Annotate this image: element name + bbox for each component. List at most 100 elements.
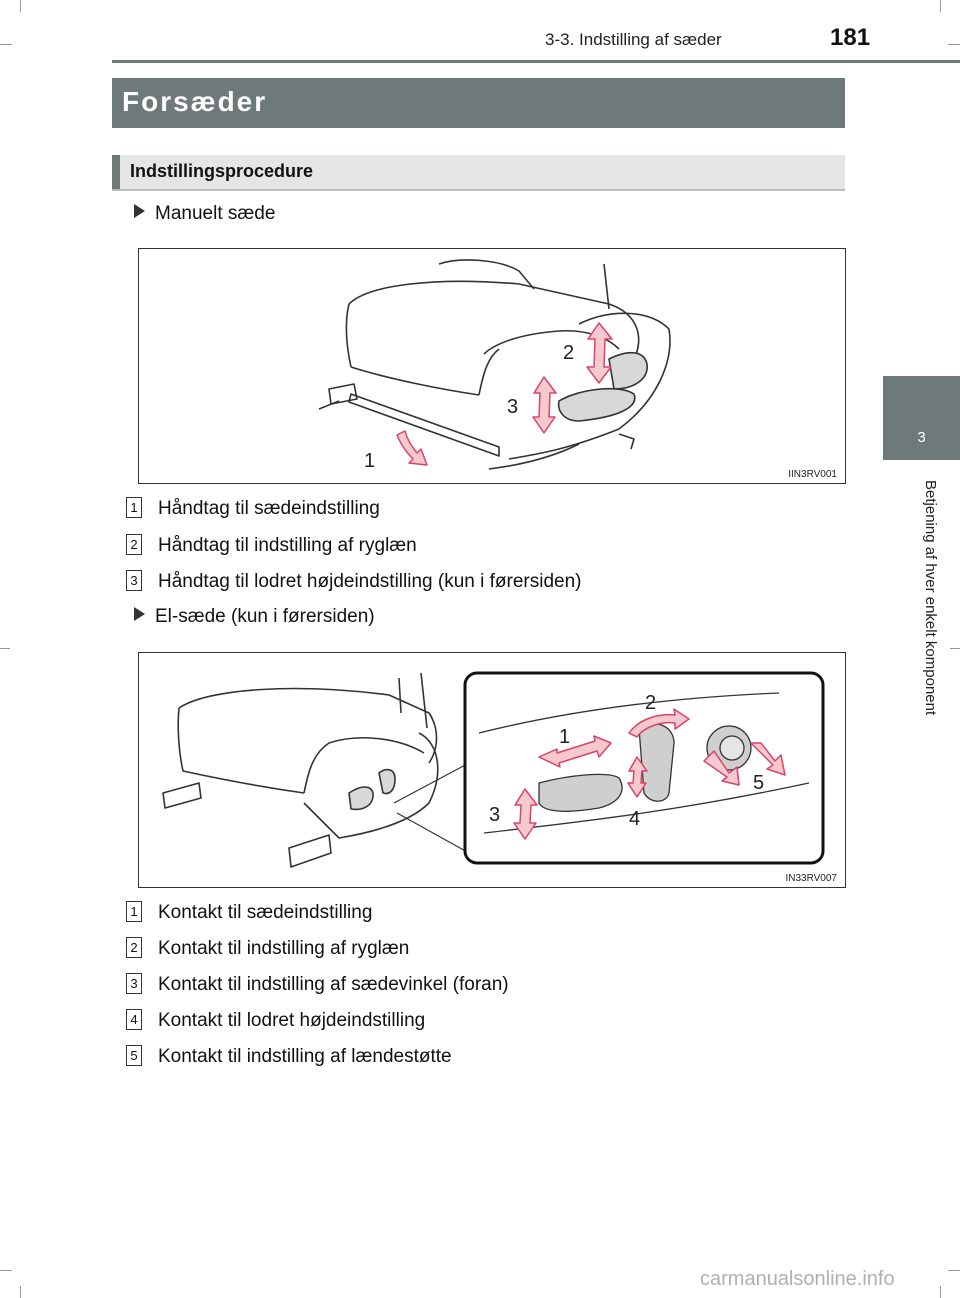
switch-small: [378, 768, 396, 795]
power-seat-heading: El-sæde (kun i førersiden): [134, 606, 375, 628]
crop-mark: [940, 0, 941, 12]
crop-mark: [0, 648, 10, 649]
triangle-bullet-icon: [134, 204, 145, 218]
callout-2-arrow: [586, 322, 613, 384]
item-text: Kontakt til lodret højdeindstilling: [158, 1010, 426, 1031]
item-text: Håndtag til lodret højdeindstilling (kun…: [158, 571, 582, 592]
callout-5-arrow-a: [703, 750, 740, 786]
crop-mark: [948, 44, 960, 45]
manual-item-3: 3 Håndtag til lodret højdeindstilling (ku…: [126, 570, 581, 593]
power-item-1: 1 Kontakt til sædeindstilling: [126, 901, 372, 924]
cushion-seam: [483, 329, 620, 355]
power-seat-figure: 1 2 3 4 5 IN33RV007: [138, 652, 846, 888]
lumbar-switch-center: [719, 735, 745, 761]
panel-line: [478, 692, 780, 734]
chapter-label: Betjening af hver enkelt komponent: [919, 480, 941, 810]
cushion-seam: [303, 737, 425, 794]
item-text: Kontakt til indstilling af ryglæn: [158, 938, 410, 959]
callout-1-arrow: [538, 735, 612, 768]
callout-label: 5: [753, 772, 764, 794]
item-text: Håndtag til sædeindstilling: [158, 498, 380, 519]
triangle-bullet-icon: [134, 607, 145, 621]
power-seat-illustration: 1 2 3 4 5: [162, 671, 825, 868]
page-title: Forsæder: [122, 86, 268, 117]
callout-label: 1: [559, 726, 570, 748]
item-text: Håndtag til indstilling af ryglæn: [158, 535, 417, 556]
item-number: 3: [126, 570, 142, 591]
crop-mark: [940, 1286, 941, 1298]
recline-lever: [608, 351, 648, 390]
page-number: 181: [830, 24, 871, 51]
seatback-edge: [603, 263, 610, 310]
power-item-5: 5 Kontakt til indstilling af lændestøtte: [126, 1045, 452, 1068]
callout-1-arrow: [396, 430, 428, 466]
rail-feet: [318, 400, 635, 450]
side-panel: [303, 732, 439, 839]
callout-3-arrow: [532, 376, 557, 434]
manual-seat-figure: 1 2 3 IIN3RV001: [138, 248, 846, 484]
height-lever: [557, 387, 636, 422]
page-title-bar: Forsæder: [112, 78, 845, 128]
callout-label: 2: [645, 692, 656, 714]
item-number: 2: [126, 534, 142, 555]
footer-watermark: carmanualsonline.info: [700, 1268, 895, 1290]
subtitle: Indstillingsprocedure: [130, 161, 314, 181]
item-text: Kontakt til indstilling af lændestøtte: [158, 1046, 452, 1067]
header-rule: [112, 60, 960, 63]
manual-seat-heading: Manuelt sæde: [134, 203, 275, 225]
section-heading: 3-3. Indstilling af sæder: [545, 30, 722, 49]
callout-2-arrow: [628, 708, 690, 738]
chapter-label-text: Betjening af hver enkelt komponent: [922, 480, 939, 716]
cushion-top: [178, 687, 438, 764]
subtitle-marker: [112, 155, 120, 189]
callout-label: 4: [629, 808, 640, 830]
item-number: 5: [126, 1045, 142, 1066]
item-number: 4: [126, 1009, 142, 1030]
cushion-front: [345, 303, 352, 368]
slide-bar: [348, 393, 500, 457]
manual-seat-heading-text: Manuelt sæde: [155, 203, 276, 224]
crop-mark: [20, 0, 21, 12]
cushion-top: [348, 280, 640, 360]
callout-4-arrow: [627, 756, 648, 798]
rail-foot-left: [328, 383, 358, 405]
crop-mark: [0, 44, 12, 45]
figure-code: IN33RV007: [785, 873, 837, 884]
cushion-bottom: [350, 366, 480, 396]
item-text: Kontakt til indstilling af sædevinkel (f…: [158, 974, 509, 995]
seatback-edge: [398, 672, 428, 729]
cushion-front: [177, 707, 305, 794]
chapter-tab: 3: [883, 376, 960, 460]
item-number: 1: [126, 497, 142, 518]
zoom-line: [396, 812, 470, 854]
manual-item-1: 1 Håndtag til sædeindstilling: [126, 497, 380, 520]
crop-mark: [950, 648, 960, 649]
switch-small: [348, 786, 374, 811]
cushion-side: [478, 348, 500, 396]
recline-switch: [638, 723, 675, 802]
figure-code: IIN3RV001: [788, 469, 837, 480]
item-number: 1: [126, 901, 142, 922]
item-number: 3: [126, 973, 142, 994]
side-panel: [508, 312, 671, 460]
manual-seat-illustration: 1 2 3: [318, 259, 671, 472]
slide-switch: [538, 773, 623, 812]
callout-label: 3: [489, 804, 500, 826]
callout-label: 3: [507, 396, 518, 418]
crop-mark: [0, 1270, 12, 1271]
callout-3-arrow: [513, 788, 538, 840]
crop-mark: [20, 1286, 21, 1298]
item-text: Kontakt til sædeindstilling: [158, 902, 373, 923]
power-seat-heading-text: El-sæde (kun i førersiden): [155, 606, 375, 627]
zoom-line: [393, 762, 470, 804]
rail-foot-right: [288, 834, 332, 868]
side-panel-lower: [488, 443, 580, 470]
callout-5-arrow-b: [750, 742, 786, 776]
power-item-3: 3 Kontakt til indstilling af sædevinkel (…: [126, 973, 509, 996]
power-item-4: 4 Kontakt til lodret højdeindstilling: [126, 1009, 425, 1032]
manual-item-2: 2 Håndtag til indstilling af ryglæn: [126, 534, 417, 557]
subtitle-bar: Indstillingsprocedure: [112, 155, 845, 191]
crop-mark: [948, 1270, 960, 1271]
seatback-outline: [438, 259, 535, 290]
